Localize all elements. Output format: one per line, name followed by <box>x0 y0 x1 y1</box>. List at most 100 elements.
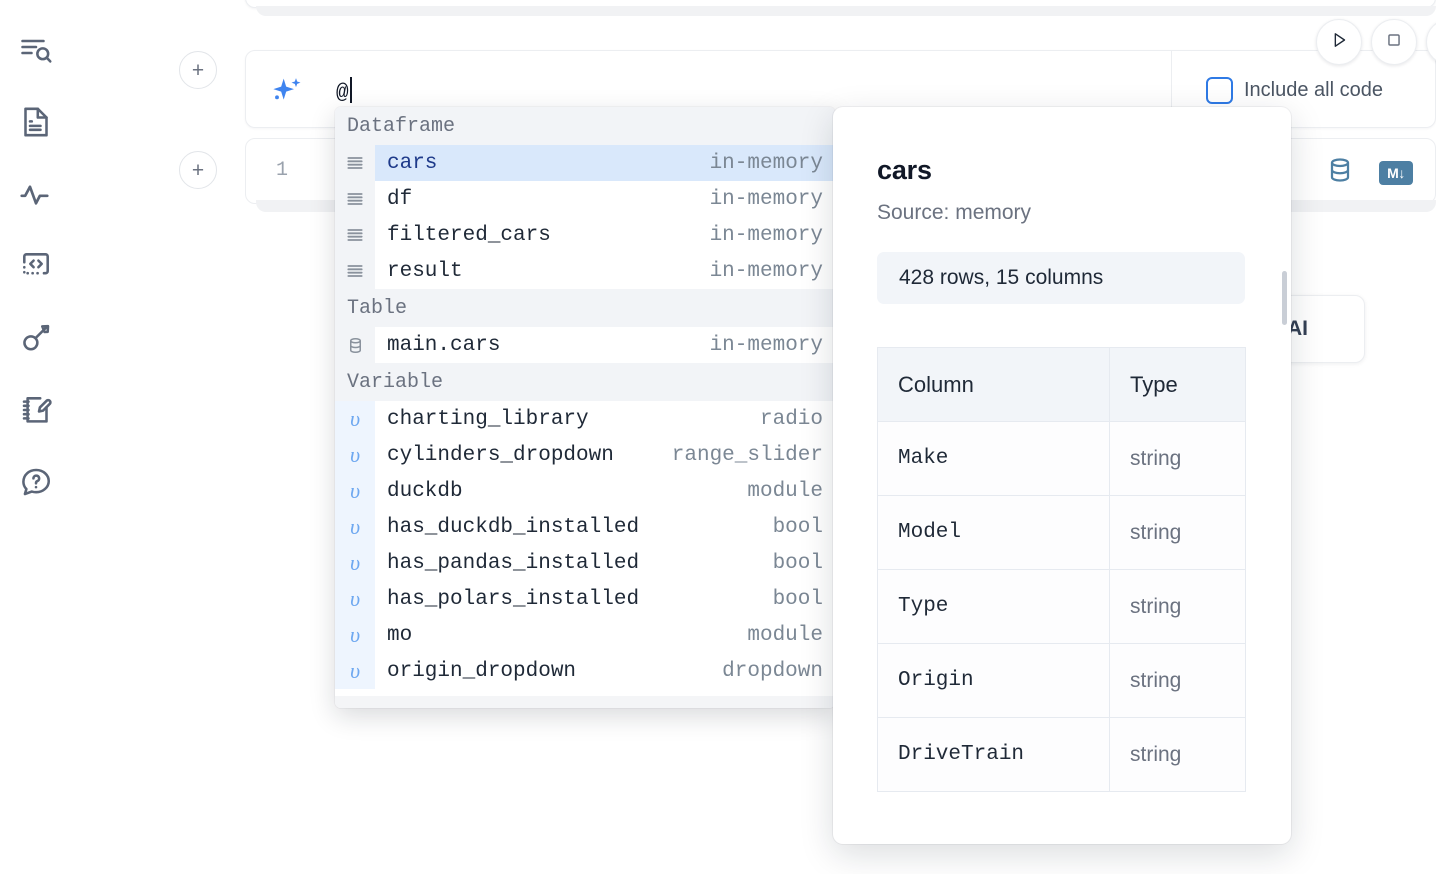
schema-column-type: string <box>1109 569 1246 644</box>
text-caret <box>349 77 352 103</box>
autocomplete-item-type: bool <box>772 551 823 575</box>
add-cell-button-top[interactable]: + <box>179 51 217 89</box>
autocomplete-item-name: duckdb <box>387 479 463 503</box>
sidebar-item-snippets[interactable] <box>8 230 64 302</box>
dataframe-preview-panel: cars Source: memory 428 rows, 15 columns… <box>833 107 1291 844</box>
database-icon[interactable] <box>1325 155 1355 190</box>
key-icon <box>18 320 54 356</box>
variable-icon: υ <box>335 437 375 473</box>
schema-column-name: Make <box>877 421 1110 496</box>
include-all-code-row[interactable]: Include all code <box>1206 77 1383 104</box>
preview-source: Source: memory <box>877 201 1032 224</box>
sidebar-item-secrets[interactable] <box>8 302 64 374</box>
variable-icon: υ <box>335 617 375 653</box>
cell-toolbar: M↓ <box>1325 155 1413 190</box>
variable-icon: υ <box>335 581 375 617</box>
column-header-type: Type <box>1109 347 1246 422</box>
stop-button[interactable] <box>1371 19 1417 65</box>
variable-icon: υ <box>335 545 375 581</box>
activity-pulse-icon <box>18 176 54 212</box>
preview-title: cars <box>877 155 932 185</box>
stop-square-icon <box>1383 29 1405 56</box>
add-cell-button-bottom[interactable]: + <box>179 151 217 189</box>
autocomplete-item[interactable]: df in-memory <box>335 181 835 217</box>
autocomplete-bottom-fade <box>335 696 835 708</box>
autocomplete-group-header: Variable <box>335 363 835 401</box>
sidebar-item-explorer[interactable] <box>8 14 64 86</box>
dataframe-icon <box>335 217 375 253</box>
schema-column-type: string <box>1109 643 1246 718</box>
plus-icon: + <box>191 58 205 82</box>
variable-icon: υ <box>335 401 375 437</box>
ai-prompt-value: @ <box>336 82 349 105</box>
sidebar-item-documentation[interactable] <box>8 86 64 158</box>
autocomplete-item-body: df in-memory <box>375 181 835 217</box>
schema-column-type: string <box>1109 495 1246 570</box>
sidebar-item-scratchpad[interactable] <box>8 374 64 446</box>
dataframe-icon <box>335 181 375 217</box>
schema-column-name: Type <box>877 569 1110 644</box>
explorer-search-icon <box>18 32 54 68</box>
autocomplete-item-type: in-memory <box>709 259 823 283</box>
autocomplete-item-name: df <box>387 187 413 211</box>
markdown-icon[interactable]: M↓ <box>1379 160 1413 185</box>
run-play-icon <box>1328 29 1350 56</box>
autocomplete-item-type: bool <box>772 587 823 611</box>
plus-icon: + <box>191 158 205 182</box>
document-icon <box>18 104 54 140</box>
autocomplete-item-type: dropdown <box>722 659 823 683</box>
run-button[interactable] <box>1316 19 1362 65</box>
sidebar-item-help[interactable] <box>8 446 64 518</box>
variable-icon: υ <box>335 509 375 545</box>
cell-above-shadow <box>256 6 1436 16</box>
autocomplete-item-type: in-memory <box>709 223 823 247</box>
include-all-code-checkbox[interactable] <box>1206 77 1233 104</box>
code-snippet-icon <box>18 248 54 284</box>
schema-column-type: string <box>1109 421 1246 496</box>
autocomplete-item-type: in-memory <box>709 187 823 211</box>
preview-scrollbar[interactable] <box>1282 271 1287 325</box>
autocomplete-item-name: cars <box>387 151 438 175</box>
schema-column-type: string <box>1109 717 1246 792</box>
autocomplete-item-name: main.cars <box>387 333 501 357</box>
autocomplete-item-name: origin_dropdown <box>387 659 577 683</box>
autocomplete-item-type: bool <box>772 515 823 539</box>
ai-prompt-text[interactable]: @ <box>336 77 352 105</box>
ai-button-label: AI <box>1287 317 1308 340</box>
autocomplete-item-type: module <box>747 623 823 647</box>
include-all-code-label: Include all code <box>1244 79 1383 101</box>
schema-column-name: DriveTrain <box>877 717 1110 792</box>
sidebar-item-activity[interactable] <box>8 158 64 230</box>
notebook-edit-icon <box>18 392 54 428</box>
autocomplete-item-body: origin_dropdown dropdown <box>375 653 835 689</box>
ai-prompt-input-area[interactable] <box>246 51 1172 127</box>
autocomplete-group-header: Table <box>335 289 835 327</box>
sidebar-rail <box>0 0 72 874</box>
dataframe-icon <box>335 253 375 289</box>
